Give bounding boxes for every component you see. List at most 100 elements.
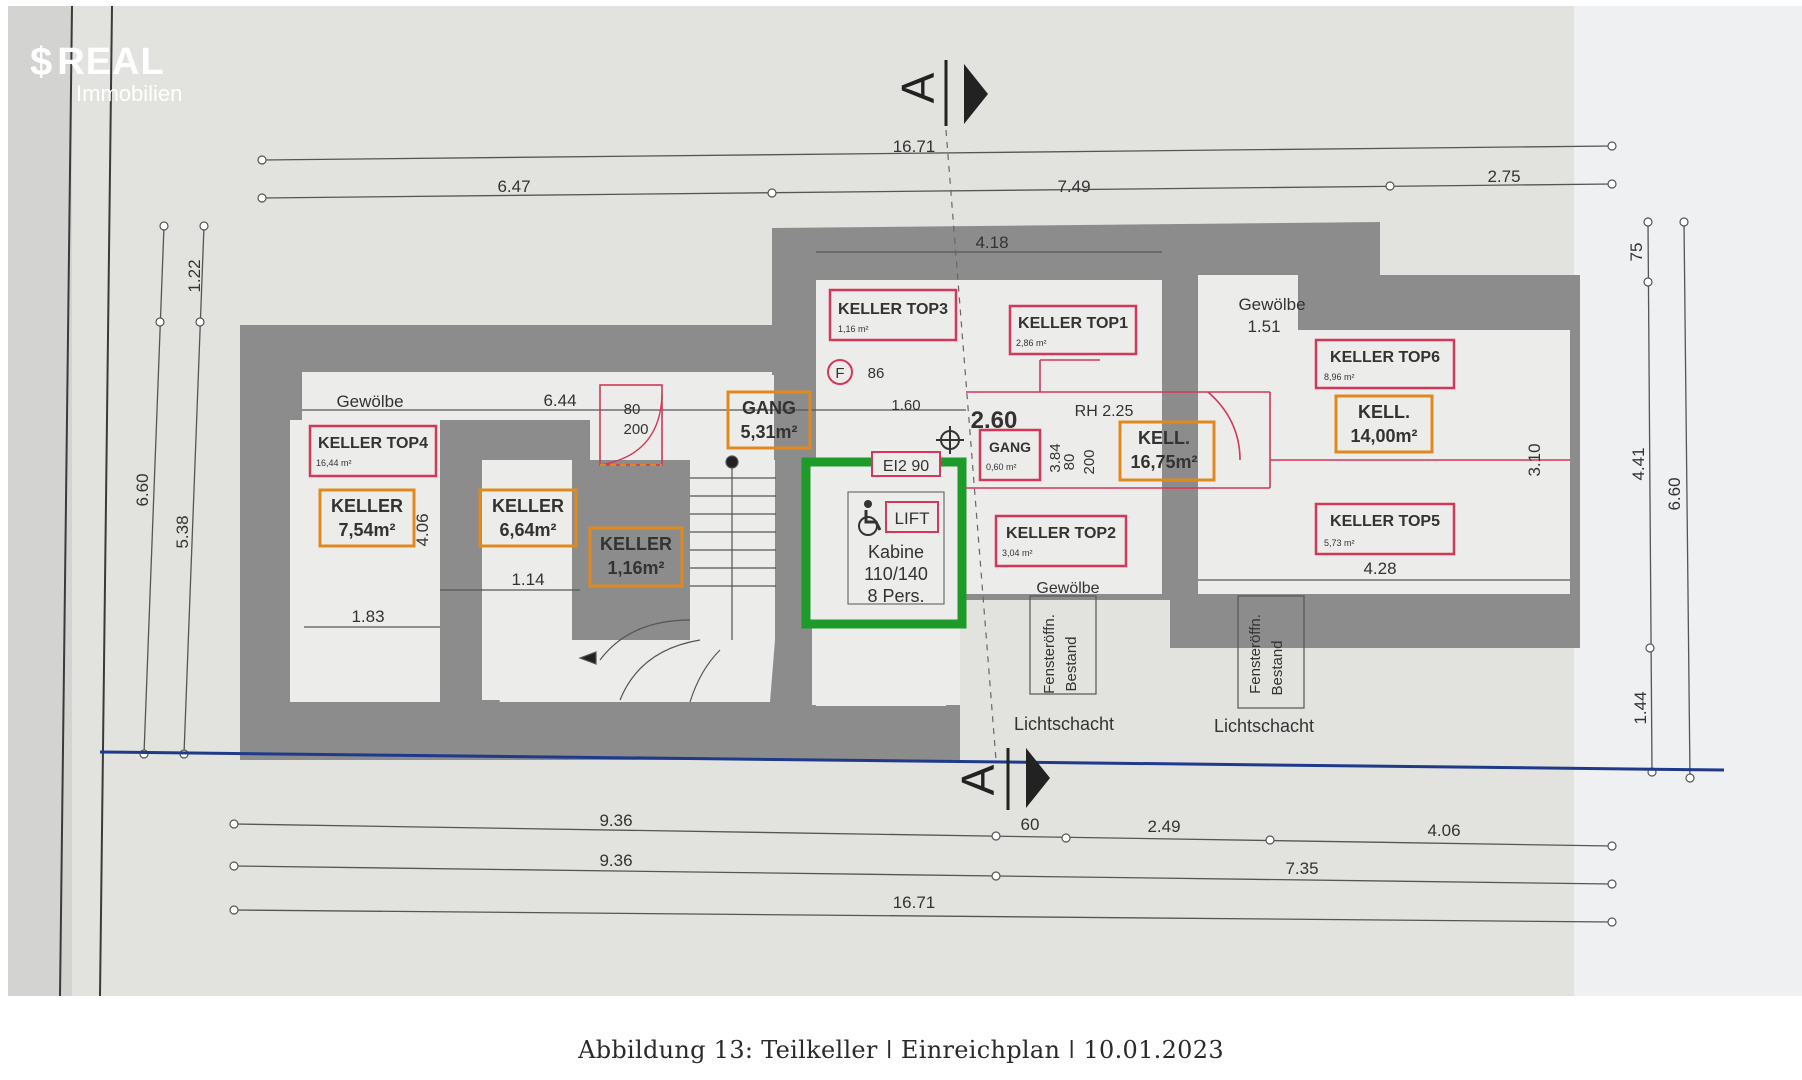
dim-top-total: 16.71 [893, 137, 936, 156]
logo-brand-text: REAL [57, 41, 165, 83]
gewoelbe-right: Gewölbe [1238, 295, 1305, 314]
svg-text:0,60 m²: 0,60 m² [986, 462, 1017, 472]
section-marker-top: A [892, 60, 988, 126]
svg-text:1,16m²: 1,16m² [607, 558, 664, 578]
dim-inner-80a: 80 [1061, 454, 1078, 471]
section-axis [945, 129, 997, 761]
svg-text:KELLER TOP2: KELLER TOP2 [1006, 525, 1116, 542]
svg-text:KELLER: KELLER [600, 534, 672, 554]
dim-bottom-b1: 9.36 [599, 851, 632, 870]
dim-inner-151: 1.51 [1247, 317, 1280, 336]
dim-inner-428: 4.28 [1363, 559, 1396, 578]
dim-inner-384: 3.84 [1047, 443, 1064, 472]
svg-text:KELL.: KELL. [1138, 428, 1190, 448]
dim-inner-183: 1.83 [351, 607, 384, 626]
svg-text:2,86 m²: 2,86 m² [1016, 338, 1047, 348]
room-keller-top3[interactable]: KELLER TOP3 1,16 m² [828, 288, 958, 342]
dim-top-a: 6.47 [497, 177, 530, 196]
dimension-ticks [139, 141, 1695, 927]
kabine-line-1: Kabine [868, 542, 924, 562]
room-keller-754[interactable]: KELLER 7,54m² [318, 488, 416, 548]
lift-cabin-box [847, 491, 945, 605]
dim-inner-310: 3.10 [1525, 443, 1544, 476]
svg-text:KELLER: KELLER [331, 496, 403, 516]
dim-bottom-a4: 4.06 [1427, 821, 1460, 840]
svg-text:7,54m²: 7,54m² [338, 520, 395, 540]
dim-left-a: 1.22 [185, 259, 204, 292]
left-border-line [59, 5, 73, 997]
sreal-logo: $ REAL Immobilien [30, 40, 182, 107]
right-light-strip [1574, 6, 1802, 996]
kabine-line-2: 110/140 [864, 564, 928, 584]
room-gang-531[interactable]: GANG 5,31m² [726, 390, 812, 450]
room-keller-top1[interactable]: KELLER TOP1 2,86 m² [1008, 304, 1138, 356]
svg-text:KELLER: KELLER [492, 496, 564, 516]
room-keller-top2[interactable]: KELLER TOP2 3,04 m² [994, 514, 1128, 568]
dim-inner-top: 4.18 [975, 233, 1008, 252]
ei2-frame [871, 451, 941, 477]
f-marker-circle [827, 359, 853, 385]
dim-inner-160: 1.60 [891, 397, 920, 414]
gewoelbe-left: Gewölbe [336, 392, 403, 411]
room-keller-top4[interactable]: KELLER TOP4 16,44 m² [308, 424, 438, 478]
logo-subtitle: Immobilien [76, 81, 183, 106]
dim-inner-406: 4.06 [413, 513, 432, 546]
floor-plan-svg: LIFT Kabine 110/140 8 Pers. EI2 90 [8, 5, 1802, 997]
room-keller-top5[interactable]: KELLER TOP5 5,73 m² [1314, 502, 1456, 556]
svg-text:200: 200 [623, 421, 648, 438]
dim-right-b: 4.41 [1629, 447, 1648, 480]
section-marker-bottom: A [952, 748, 1050, 810]
f-marker: F [835, 365, 844, 382]
room-keller-116[interactable]: KELLER 1,16m² [588, 526, 684, 588]
svg-text:KELL.: KELL. [1358, 402, 1410, 422]
s-symbol-icon: $ [30, 40, 54, 84]
dim-inner-rh: RH 2.25 [1075, 403, 1134, 420]
room-keller-664[interactable]: KELLER 6,64m² [478, 488, 578, 548]
svg-text:Fensteröffn.: Fensteröffn. [1041, 614, 1058, 694]
lichtschacht-1: Fensteröffn. Bestand Lichtschacht [1014, 595, 1114, 734]
room-gang-small[interactable]: GANG 0,60 m² [978, 428, 1042, 482]
crosshair-icon [936, 426, 964, 454]
dim-bottom-a3: 2.49 [1147, 817, 1180, 836]
svg-text:A: A [952, 764, 1004, 795]
svg-text:Fensteröffn.: Fensteröffn. [1247, 614, 1264, 694]
svg-text:16,75m²: 16,75m² [1130, 452, 1197, 472]
dimension-lines [143, 145, 1691, 923]
room-keller-top6[interactable]: KELLER TOP6 8,96 m² [1314, 338, 1456, 390]
wheelchair-icon [858, 500, 882, 536]
dim-right-a: 75 [1627, 243, 1646, 262]
left-border-line-2 [99, 5, 113, 997]
dim-top-b: 7.49 [1057, 177, 1090, 196]
svg-text:Lichtschacht: Lichtschacht [1214, 716, 1314, 736]
lift-shaft[interactable] [801, 457, 967, 629]
svg-text:Bestand: Bestand [1063, 636, 1080, 691]
svg-text:6,64m²: 6,64m² [499, 520, 556, 540]
logo-brand: $ REAL [30, 40, 182, 85]
svg-text:5,31m²: 5,31m² [740, 422, 797, 442]
kabine-line-3: 8 Pers. [867, 586, 924, 606]
figure-caption: Abbildung 13: Teilkeller ǀ Einreichplan … [578, 1036, 1224, 1064]
dim-bottom-a2: 60 [1021, 815, 1040, 834]
dim-inner-200a: 200 [1081, 449, 1098, 474]
dim-inner-644: 6.44 [543, 391, 576, 410]
svg-text:8,96 m²: 8,96 m² [1324, 372, 1355, 382]
ei2-label: EI2 90 [883, 458, 929, 475]
dim-bottom-b2: 7.35 [1285, 859, 1318, 878]
dim-left-total: 6.60 [133, 473, 152, 506]
svg-text:GANG: GANG [989, 439, 1031, 455]
svg-text:KELLER TOP1: KELLER TOP1 [1018, 315, 1128, 332]
dim-inner-114: 1.14 [511, 570, 544, 589]
lichtschacht-2: Fensteröffn. Bestand Lichtschacht [1214, 595, 1314, 736]
room-kell-1400[interactable]: KELL. 14,00m² [1334, 394, 1434, 454]
svg-text:KELLER TOP4: KELLER TOP4 [318, 435, 428, 452]
lift-pit-lower [816, 630, 946, 706]
svg-text:KELLER TOP3: KELLER TOP3 [838, 301, 948, 318]
svg-text:3,04 m²: 3,04 m² [1002, 548, 1033, 558]
room-kell-1675[interactable]: KELL. 16,75m² [1118, 420, 1216, 482]
gewoelbe-bottom: Gewölbe [1036, 580, 1099, 597]
svg-text:Bestand: Bestand [1269, 640, 1286, 695]
dim-bottom-a1: 9.36 [599, 811, 632, 830]
svg-text:80: 80 [624, 401, 641, 418]
dim-bottom-total: 16.71 [893, 893, 936, 912]
